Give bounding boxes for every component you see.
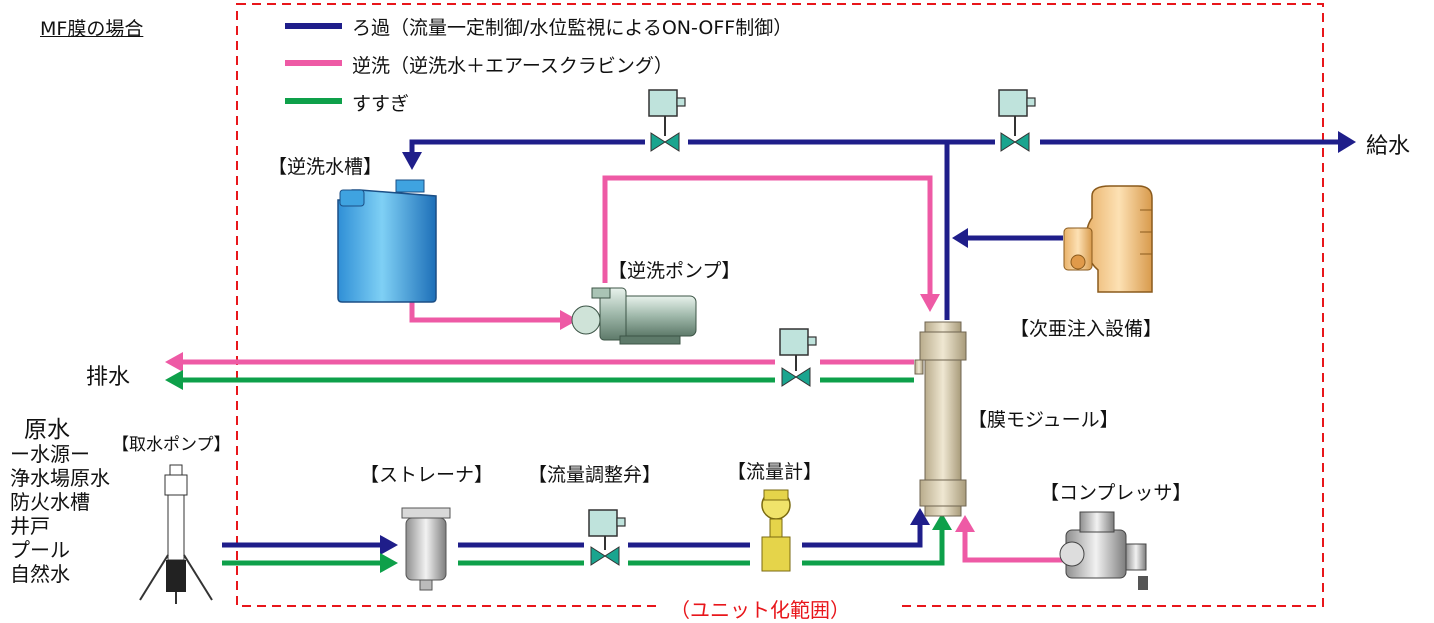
backwash-tank-label: 【逆洗水槽】	[268, 156, 383, 178]
intake-pump-label: 【取水ポンプ】	[112, 435, 231, 455]
valve-icon	[779, 328, 817, 387]
filtration-arrowheads	[380, 131, 1356, 555]
rinse-arrowheads	[165, 370, 952, 573]
raw-water-item: プール	[10, 538, 70, 562]
backwash-pump-icon	[571, 287, 697, 345]
unit-scope-label: （ユニット化範囲）	[670, 598, 850, 622]
rinse-lines	[180, 377, 945, 566]
raw-water-item: 自然水	[10, 562, 70, 586]
drain-output-label: 排水	[86, 365, 131, 390]
raw-water-item: 井戸	[10, 514, 50, 538]
backwash-tank-icon	[337, 179, 437, 303]
flow-control-valve-label: 【流量調整弁】	[528, 464, 662, 486]
raw-water-list: 原水 ー水源ー 浄水場原水 防火水槽 井戸 プール 自然水	[10, 418, 110, 586]
flow-meter-label: 【流量計】	[727, 461, 823, 483]
membrane-module-icon	[914, 321, 967, 517]
diagram-title: MF膜の場合	[40, 18, 144, 40]
backwash-pump-label: 【逆洗ポンプ】	[608, 260, 741, 282]
compressor-icon	[1059, 511, 1148, 590]
legend-backwash-label: 逆洗（逆洗水＋エアースクラビング）	[352, 55, 673, 77]
chlorine-injection-label: 【次亜注入設備】	[1010, 318, 1163, 340]
raw-water-heading: 原水	[24, 417, 70, 443]
raw-water-item: 防火水槽	[10, 490, 90, 514]
legend-rinse-label: すすぎ	[352, 93, 410, 115]
legend-filtration-label: ろ過（流量一定制御/水位監視によるON-OFF制御）	[352, 17, 793, 39]
valve-icon	[648, 89, 686, 152]
backwash-lines	[180, 175, 1063, 563]
raw-water-item: 浄水場原水	[10, 466, 110, 490]
unit-scope-frame	[236, 3, 1324, 607]
filtration-lines	[222, 139, 1340, 548]
scope-label-gap	[660, 596, 900, 616]
flow-control-valve-icon	[588, 509, 626, 566]
supply-output-label: 給水	[1366, 134, 1411, 159]
backwash-arrowheads	[165, 294, 975, 532]
membrane-module-label: 【膜モジュール】	[968, 409, 1119, 431]
intake-pump-icon	[139, 464, 213, 604]
chlorine-injection-icon	[1063, 185, 1153, 293]
strainer-icon	[401, 507, 451, 591]
strainer-label: 【ストレーナ】	[360, 464, 494, 486]
compressor-label: 【コンプレッサ】	[1040, 482, 1192, 504]
raw-water-subheading: ー水源ー	[10, 442, 90, 466]
valve-icon	[998, 89, 1036, 152]
flow-meter-icon	[761, 489, 791, 572]
